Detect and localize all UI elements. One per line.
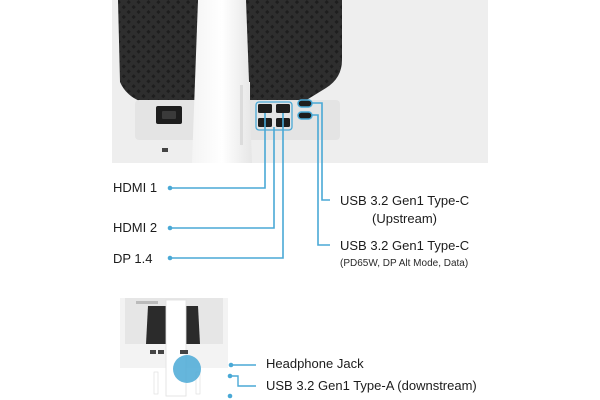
monitor-thumbnail <box>120 298 228 397</box>
usbc-upstream-port <box>297 99 313 108</box>
label-usbc-pd: USB 3.2 Gen1 Type-C <box>340 238 470 253</box>
leader-lines <box>170 102 330 259</box>
label-usbc-upstream: USB 3.2 Gen1 Type-C <box>340 193 470 208</box>
usbc-pd-leader <box>312 114 330 246</box>
hdmi2-leader <box>170 127 275 229</box>
dp-port <box>276 104 290 113</box>
label-headphone: Headphone Jack <box>266 356 364 371</box>
usbc-up-leader <box>312 102 330 201</box>
port-highlight-circle <box>173 355 201 383</box>
usbc-pd-port <box>297 111 313 120</box>
label-hdmi2: HDMI 2 <box>113 220 158 235</box>
dp-leader <box>170 113 284 259</box>
label-usbc-pd-sub: (PD65W, DP Alt Mode, Data) <box>340 258 469 269</box>
label-hdmi1: HDMI 1 <box>113 180 158 195</box>
label-usbc-upstream-sub: (Upstream) <box>372 211 438 226</box>
label-usba: USB 3.2 Gen1 Type-A (downstream) <box>266 378 477 393</box>
kensington-slot <box>162 148 168 152</box>
hdmi1-leader <box>170 113 266 189</box>
label-dp: DP 1.4 <box>113 251 153 266</box>
hdmi1-port <box>258 104 272 113</box>
stand-stem <box>192 0 252 163</box>
